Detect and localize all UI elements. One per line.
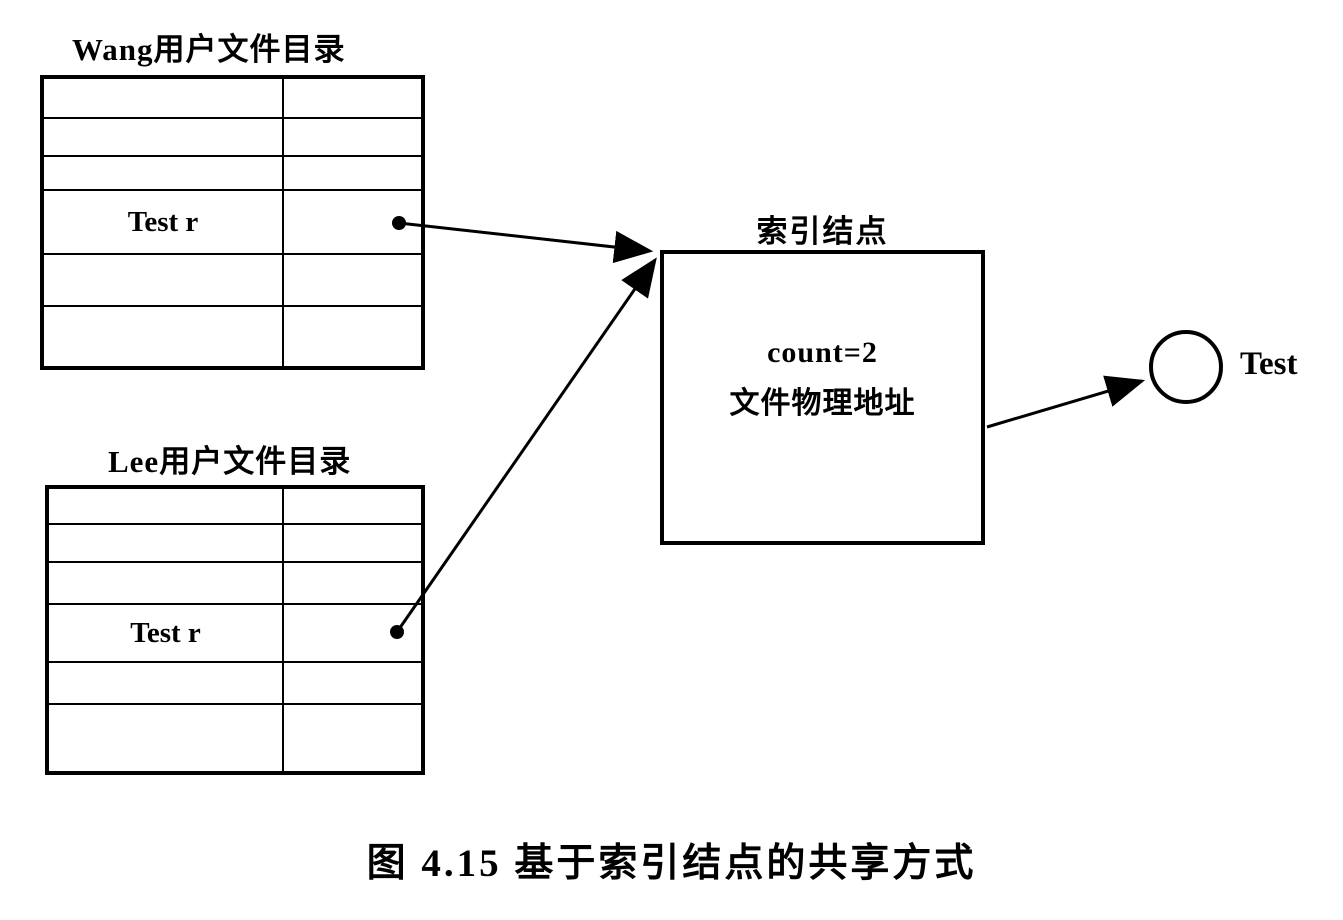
lee-directory-title: Lee用户文件目录 — [108, 444, 352, 479]
wang-to-inode-arrow — [398, 221, 654, 264]
directory-row — [49, 525, 421, 563]
directory-name-cell — [49, 525, 284, 561]
lee-entry-name: Test r — [49, 605, 284, 661]
directory-row — [44, 307, 421, 366]
shared-file-label: Test — [1240, 346, 1298, 382]
directory-name-cell — [44, 79, 284, 117]
directory-row: Test r — [49, 605, 421, 663]
directory-row — [44, 79, 421, 119]
directory-pointer-cell — [284, 119, 421, 155]
wang-entry-name: Test r — [44, 191, 284, 253]
index-node-title: 索引结点 — [756, 214, 889, 249]
directory-row — [49, 489, 421, 525]
directory-row — [49, 663, 421, 705]
shared-file-circle — [1149, 330, 1223, 404]
directory-name-cell — [44, 307, 284, 366]
directory-name-cell — [49, 563, 284, 603]
figure-caption: 图 4.15 基于索引结点的共享方式 — [366, 842, 977, 885]
directory-row: Test r — [44, 191, 421, 255]
directory-pointer-cell — [284, 563, 421, 603]
lee-entry-pointer-cell — [284, 605, 421, 661]
directory-pointer-cell — [284, 705, 421, 771]
directory-name-cell — [44, 255, 284, 305]
lee-directory-table: Test r — [45, 485, 425, 775]
inode-count-text: count=2 — [767, 336, 878, 369]
index-node-box: count=2 文件物理地址 — [660, 250, 985, 545]
directory-row — [44, 255, 421, 307]
directory-row — [44, 157, 421, 191]
directory-pointer-cell — [284, 307, 421, 366]
directory-pointer-cell — [284, 157, 421, 189]
wang-directory-title: Wang用户文件目录 — [72, 32, 346, 67]
directory-pointer-cell — [284, 255, 421, 305]
inode-address-text: 文件物理地址 — [729, 387, 916, 420]
directory-row — [49, 563, 421, 605]
directory-name-cell — [44, 119, 284, 155]
directory-name-cell — [49, 489, 284, 523]
directory-pointer-cell — [284, 525, 421, 561]
directory-row — [44, 119, 421, 157]
lee-to-inode-arrow — [395, 257, 657, 633]
wang-entry-pointer-cell — [284, 191, 421, 253]
directory-row — [49, 705, 421, 771]
directory-pointer-cell — [284, 663, 421, 703]
directory-pointer-cell — [284, 79, 421, 117]
directory-name-cell — [49, 705, 284, 771]
directory-name-cell — [44, 157, 284, 189]
directory-pointer-cell — [284, 489, 421, 523]
directory-name-cell — [49, 663, 284, 703]
wang-directory-table: Test r — [40, 75, 425, 370]
inode-to-file-arrow — [986, 375, 1146, 429]
